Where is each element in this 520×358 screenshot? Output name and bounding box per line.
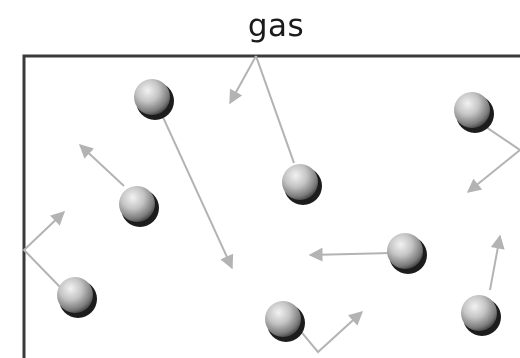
particle-7 xyxy=(265,301,305,342)
particle-8 xyxy=(461,295,501,336)
particle-6 xyxy=(57,277,97,318)
velocity-arrow-1 xyxy=(162,115,232,268)
particle-4 xyxy=(454,92,494,133)
particle-2 xyxy=(282,164,322,205)
velocity-arrow-5 xyxy=(468,127,520,192)
velocity-arrow-2 xyxy=(80,145,124,186)
velocity-arrow-3 xyxy=(310,253,390,255)
particle-5 xyxy=(387,233,427,274)
particle-3 xyxy=(119,186,159,227)
particle-1 xyxy=(134,79,174,120)
velocity-arrow-4 xyxy=(490,236,500,290)
velocity-arrow-7 xyxy=(298,312,362,352)
title-callout xyxy=(230,56,294,163)
velocity-arrow-6 xyxy=(24,212,64,287)
